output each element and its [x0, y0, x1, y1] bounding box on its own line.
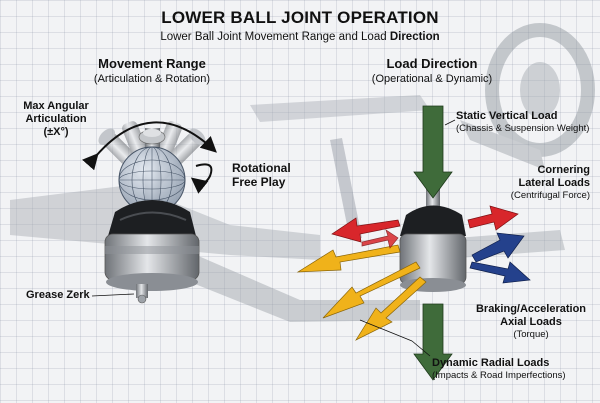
movement-range-title: Movement Range — [98, 56, 206, 71]
max-angular-label-line1: Max Angular — [23, 100, 89, 112]
dynamic-radial-label: Dynamic Radial Loads — [432, 357, 550, 369]
dynamic-radial-sublabel: (Impacts & Road Imperfections) — [432, 370, 566, 381]
braking-label-line2: Axial Loads — [500, 316, 562, 328]
braking-sublabel: (Torque) — [513, 329, 549, 340]
movement-range-subtitle: (Articulation & Rotation) — [93, 73, 211, 85]
rotational-label-line2: Free Play — [232, 175, 286, 189]
load-direction-subtitle: (Operational & Dynamic) — [371, 73, 493, 85]
subtitle-text: Lower Ball Joint Movement Range and Load — [160, 31, 390, 43]
articulation-arc-arrow — [82, 121, 217, 171]
rotation-arrow — [190, 163, 213, 194]
subtitle-emphasis: Direction — [389, 31, 440, 43]
axial-load-arrows — [469, 232, 531, 284]
max-angular-label-line3: (±X°) — [43, 126, 69, 138]
cornering-label-line1: Cornering — [537, 164, 590, 176]
max-angular-label-line2: Articulation — [25, 113, 87, 125]
radial-load-arrows — [296, 244, 427, 341]
page-title: LOWER BALL JOINT OPERATION — [161, 8, 439, 27]
static-vertical-sublabel: (Chassis & Suspension Weight) — [456, 123, 590, 134]
static-vertical-label: Static Vertical Load — [456, 110, 558, 122]
rotational-label-line1: Rotational — [232, 161, 291, 175]
lateral-load-arrows — [331, 205, 519, 249]
braking-label-line1: Braking/Acceleration — [475, 303, 587, 315]
cornering-sublabel: (Centrifugal Force) — [510, 190, 590, 201]
load-direction-title: Load Direction — [386, 56, 478, 71]
vertical-load-arrows — [413, 105, 453, 381]
leader-lines — [359, 119, 456, 357]
cornering-label-line2: Lateral Loads — [518, 177, 590, 189]
grease-zerk-leader — [91, 293, 135, 297]
page-subtitle: Lower Ball Joint Movement Range and Load… — [0, 31, 600, 44]
grease-zerk-label: Grease Zerk — [26, 289, 90, 301]
